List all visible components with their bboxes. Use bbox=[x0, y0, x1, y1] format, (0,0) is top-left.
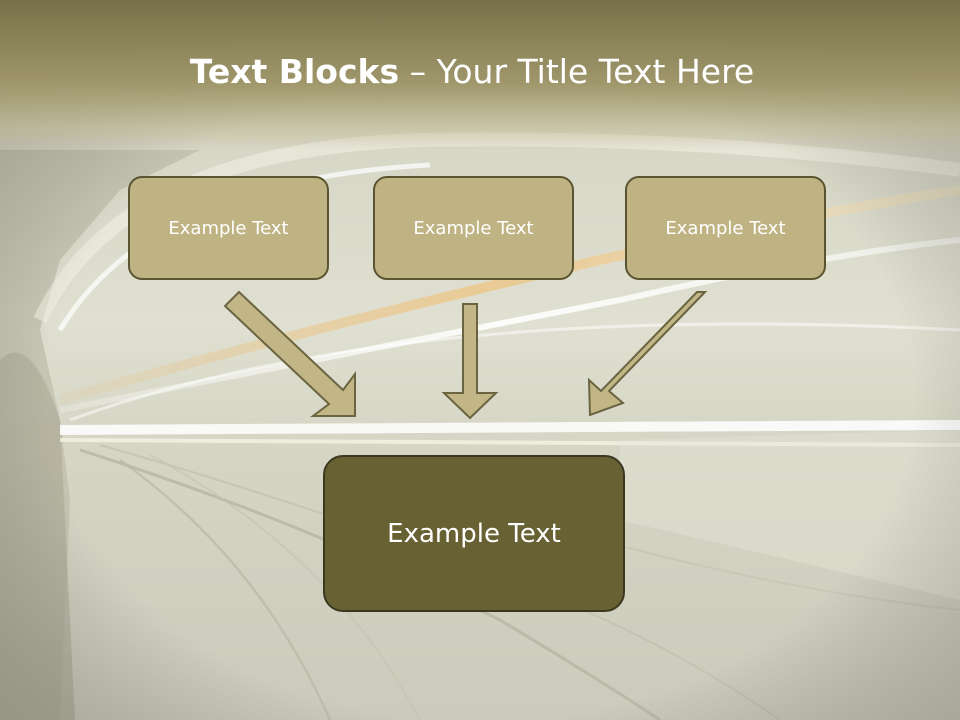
main-text-block: Example Text bbox=[323, 455, 625, 612]
arrow-left-diagonal bbox=[223, 290, 356, 417]
text-block-2: Example Text bbox=[373, 176, 574, 280]
arrow-middle-down bbox=[441, 303, 499, 420]
text-block-3-label: Example Text bbox=[665, 217, 786, 239]
main-text-block-label: Example Text bbox=[387, 518, 561, 549]
text-block-2-label: Example Text bbox=[413, 217, 534, 239]
title-dash: – bbox=[399, 52, 437, 91]
text-block-1-label: Example Text bbox=[168, 217, 289, 239]
title-bold-part: Text Blocks bbox=[189, 52, 400, 91]
arrow-right-diagonal bbox=[587, 291, 708, 417]
text-block-1: Example Text bbox=[128, 176, 329, 280]
title-rest-part: Your Title Text Here bbox=[436, 52, 755, 91]
title-band bbox=[0, 0, 960, 150]
text-block-3: Example Text bbox=[625, 176, 826, 280]
slide-title: Text Blocks – Your Title Text Here bbox=[0, 52, 944, 91]
